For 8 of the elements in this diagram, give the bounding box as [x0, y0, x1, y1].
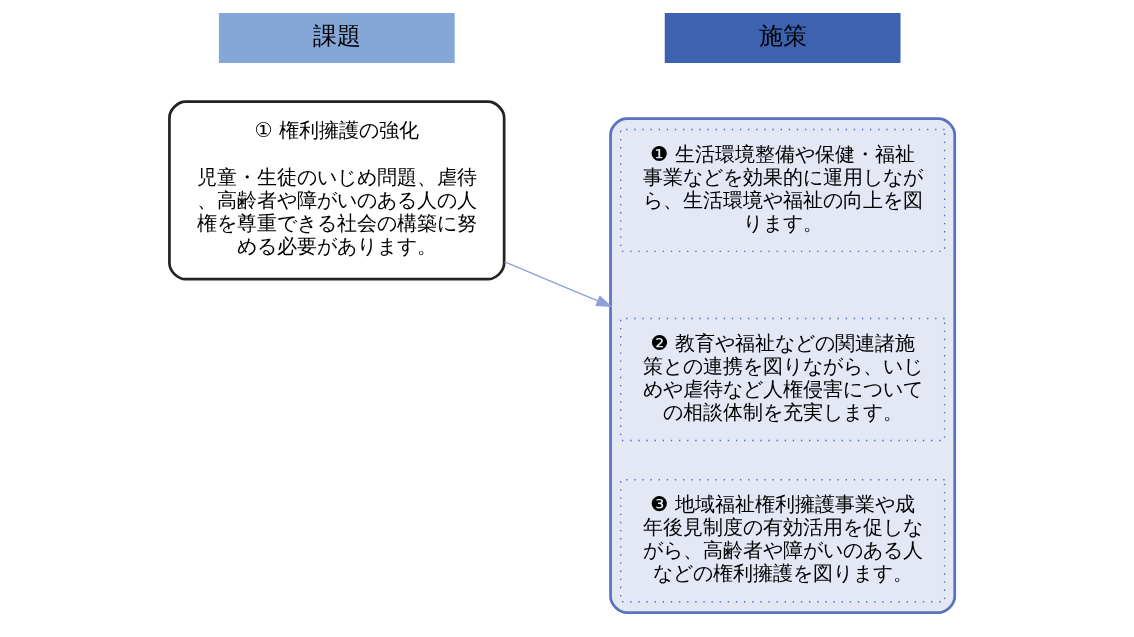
arrow — [503, 261, 612, 307]
node-box: ❶ 生活環境整備や保健・福祉事業などを効果的に運用しながら、生活環境や福祉の向上を図ります。 — [619, 128, 945, 253]
node-box: ❸ 地域福祉権利擁護事業や成年後見制度の有効活用を促しながら、高齢者や障がいのある人などの権利擁護を図ります。 — [619, 479, 945, 603]
node-box: 施策 — [664, 12, 901, 64]
node-box: ❷ 教育や福祉などの関連諸施策との連携を図りながら、いじめや虐待など人権侵害についての相談体制を充実します。 — [619, 317, 945, 442]
node-box: ① 権利擁護の強化 児童・生徒のいじめ問題、虐待、高齢者や障がいのある人の人権を尊重できる社会の構築に努める必要があります。 — [167, 100, 505, 281]
node-box: 課題 — [218, 12, 455, 64]
cluster — [608, 117, 956, 614]
